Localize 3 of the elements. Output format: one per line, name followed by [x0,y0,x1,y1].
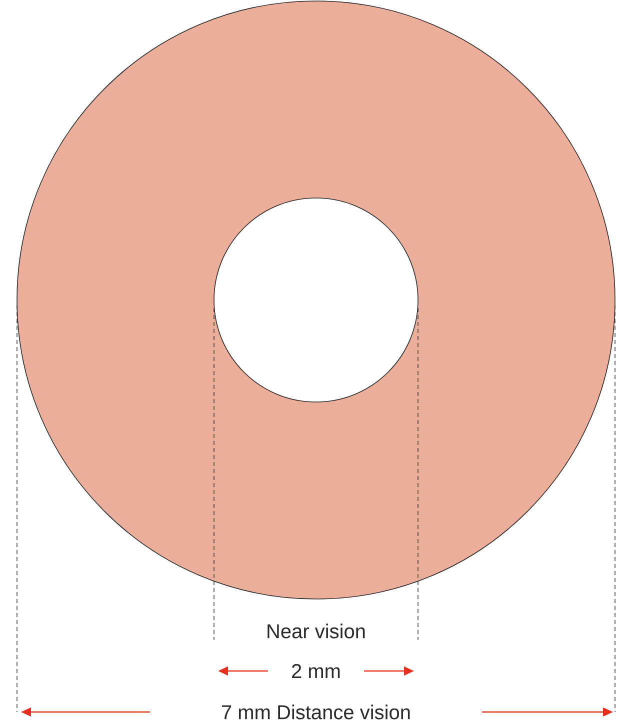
dimension-label: Near vision [268,624,365,638]
dimension-label: 7 mm Distance vision [222,704,410,720]
dimension-label: 2 mm [292,664,340,678]
